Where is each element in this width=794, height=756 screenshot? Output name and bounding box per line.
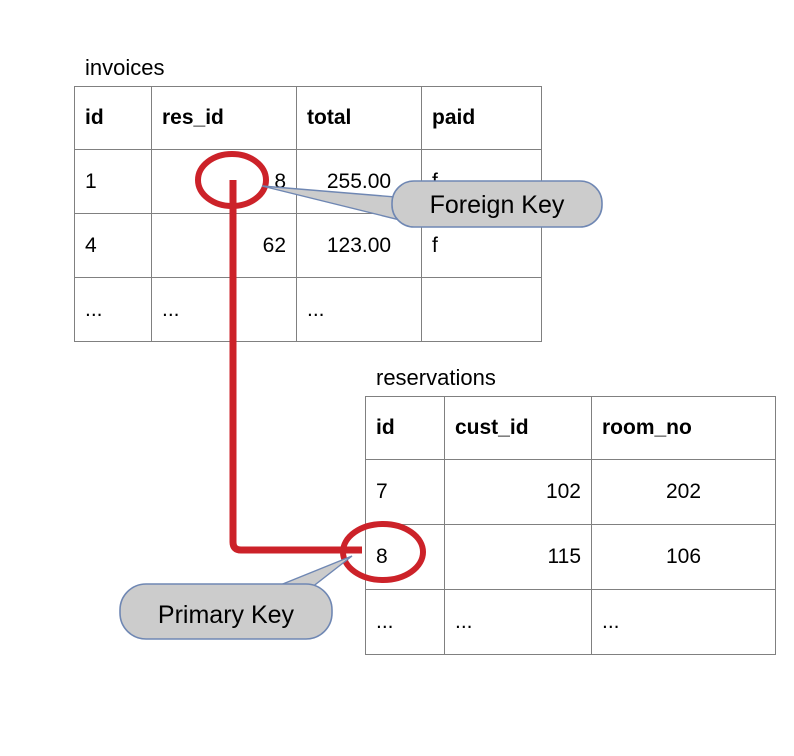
invoices-table-caption: invoices <box>85 55 165 80</box>
cell-res-id: 8 <box>151 149 297 214</box>
table-row: 8 115 106 <box>365 524 776 590</box>
cell-paid <box>421 277 542 342</box>
invoices-table: id res_id total paid 1 8 255.00 f 4 62 1… <box>74 86 542 342</box>
table-row: 7 102 202 <box>365 459 776 525</box>
column-header-cust-id: cust_id <box>444 396 592 460</box>
cell-room-no: 202 <box>591 459 776 525</box>
cell-total: ... <box>296 277 422 342</box>
primary-key-callout-label: Primary Key <box>158 601 295 629</box>
cell-cust-id: ... <box>444 589 592 655</box>
reservations-table-caption: reservations <box>376 365 496 390</box>
cell-paid: f <box>421 213 542 278</box>
column-header-id: id <box>365 396 445 460</box>
table-header-row: id res_id total paid <box>74 86 542 150</box>
cell-total: 255.00 <box>296 149 422 214</box>
cell-res-id: ... <box>151 277 297 342</box>
table-row-ellipsis: ... ... ... <box>74 277 542 342</box>
column-header-room-no: room_no <box>591 396 776 460</box>
cell-cust-id: 102 <box>444 459 592 525</box>
cell-cust-id: 115 <box>444 524 592 590</box>
table-row: 1 8 255.00 f <box>74 149 542 214</box>
cell-paid: f <box>421 149 542 214</box>
cell-id: ... <box>74 277 152 342</box>
table-row: 4 62 123.00 f <box>74 213 542 278</box>
cell-id: ... <box>365 589 445 655</box>
column-header-res-id: res_id <box>151 86 297 150</box>
cell-res-id: 62 <box>151 213 297 278</box>
cell-id: 7 <box>365 459 445 525</box>
cell-total: 123.00 <box>296 213 422 278</box>
primary-key-callout: Primary Key <box>119 555 353 640</box>
primary-key-callout-tail <box>247 555 353 599</box>
column-header-total: total <box>296 86 422 150</box>
column-header-paid: paid <box>421 86 542 150</box>
table-header-row: id cust_id room_no <box>365 396 776 460</box>
table-row-ellipsis: ... ... ... <box>365 589 776 655</box>
cell-id: 4 <box>74 213 152 278</box>
column-header-id: id <box>74 86 152 150</box>
cell-id: 1 <box>74 149 152 214</box>
cell-room-no: ... <box>591 589 776 655</box>
cell-room-no: 106 <box>591 524 776 590</box>
primary-key-callout-bubble <box>119 583 333 640</box>
cell-id: 8 <box>365 524 445 590</box>
reservations-table: id cust_id room_no 7 102 202 8 115 106 .… <box>365 396 776 655</box>
